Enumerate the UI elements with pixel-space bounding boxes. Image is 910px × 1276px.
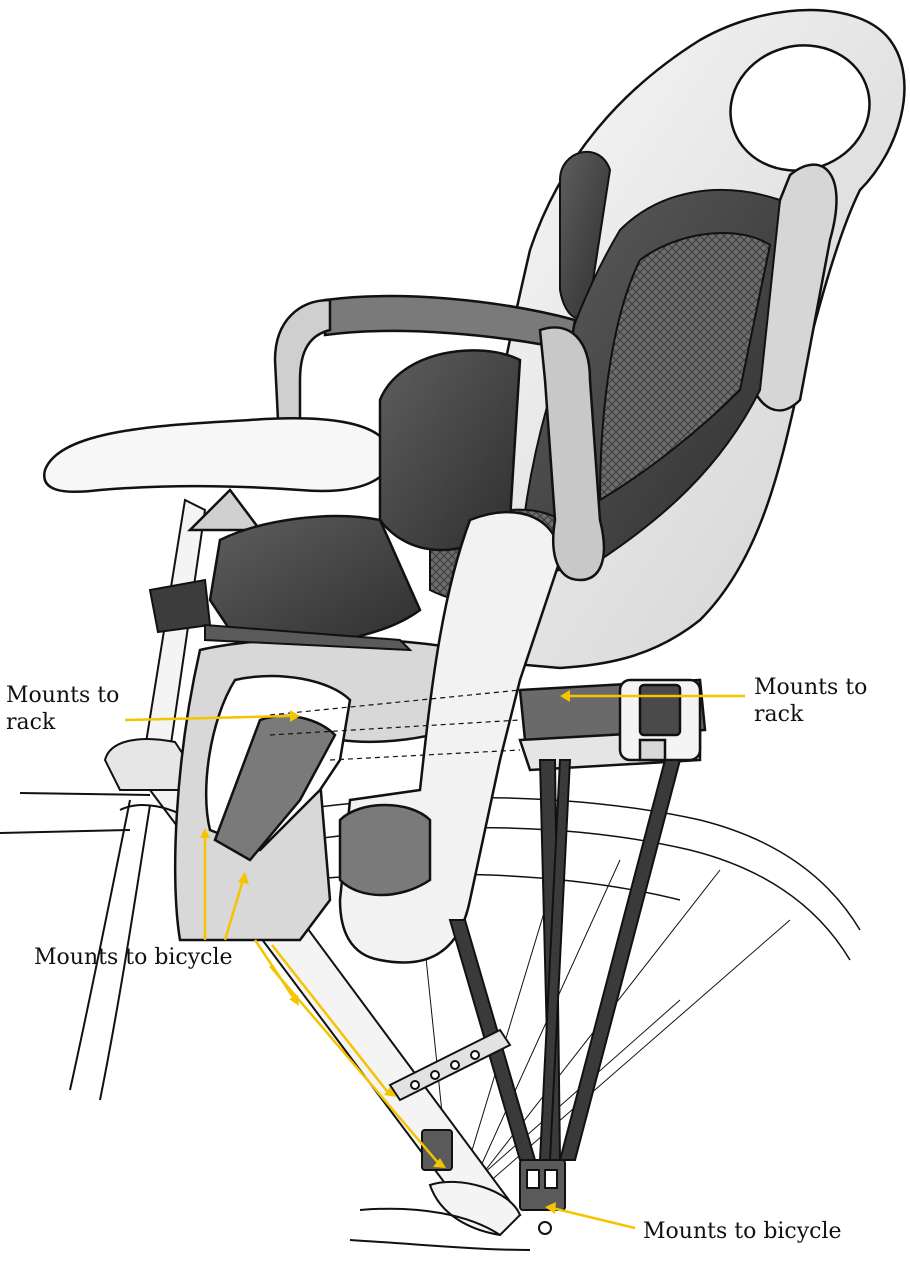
callout-rack-right: Mounts to rack xyxy=(754,674,867,728)
callout-bicycle-left: Mounts to bicycle xyxy=(34,944,233,971)
callout-rack-right-line1: Mounts to xyxy=(754,675,867,700)
leader-bicycle-6 xyxy=(552,1208,635,1228)
callout-rack-right-line2: rack xyxy=(754,701,867,728)
callout-rack-left: Mounts to rack xyxy=(6,682,119,736)
callout-rack-left-line2: rack xyxy=(6,709,119,736)
callout-bicycle-right: Mounts to bicycle xyxy=(643,1218,842,1245)
bicycle-saddle xyxy=(44,418,390,530)
rack-bracket xyxy=(520,680,705,770)
callout-rack-left-line1: Mounts to xyxy=(6,683,119,708)
